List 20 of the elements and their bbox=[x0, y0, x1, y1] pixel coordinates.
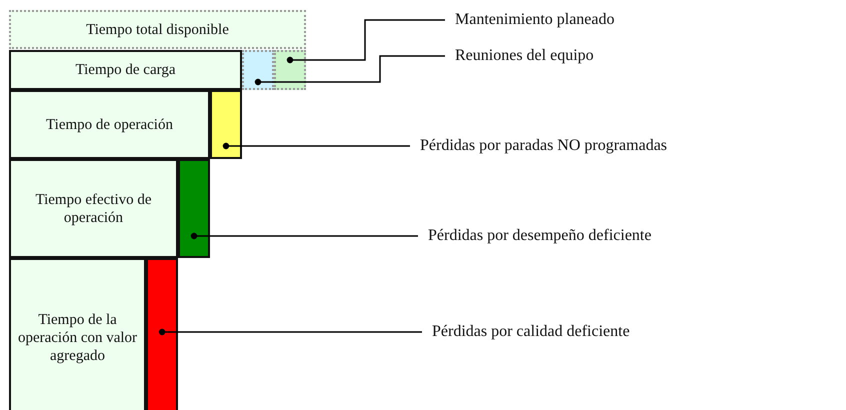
loss-label: Reuniones del equipo bbox=[455, 44, 655, 68]
time-block: Tiempo efectivo de operación bbox=[9, 159, 178, 258]
leader-line bbox=[286, 19, 445, 64]
loss-bar bbox=[210, 90, 242, 159]
loss-label: Pérdidas por paradas NO programadas bbox=[420, 134, 840, 158]
time-block: Tiempo de la operación con valor agregado bbox=[9, 258, 146, 410]
loss-label: Mantenimiento planeado bbox=[455, 8, 655, 32]
leader-line bbox=[190, 232, 418, 240]
leader-line bbox=[222, 142, 410, 150]
loss-bar bbox=[242, 50, 274, 90]
loss-label: Pérdidas por calidad deficiente bbox=[432, 320, 832, 344]
loss-bar bbox=[146, 258, 178, 410]
time-block: Tiempo total disponible bbox=[9, 10, 306, 49]
time-block: Tiempo de carga bbox=[9, 50, 242, 90]
loss-label: Pérdidas por desempeño deficiente bbox=[428, 224, 828, 248]
loss-bar bbox=[178, 159, 210, 258]
leader-line bbox=[158, 328, 422, 336]
time-block: Tiempo de operación bbox=[9, 90, 210, 159]
loss-bar bbox=[274, 50, 306, 90]
leader-line bbox=[254, 55, 445, 86]
